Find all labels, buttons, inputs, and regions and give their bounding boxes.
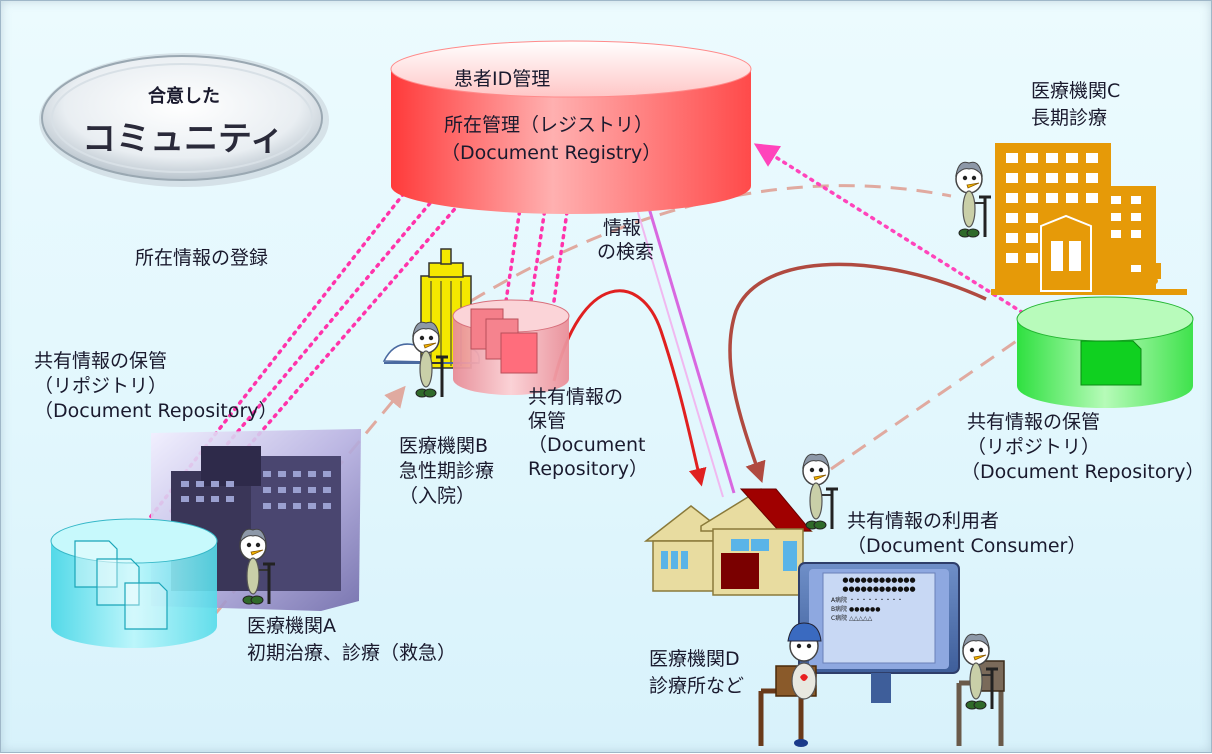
consumer-line2: （Document Consumer）	[847, 535, 1087, 557]
facility-a-line2: 初期治療、診療（救急）	[247, 642, 457, 664]
badge-label-top: 合意した	[148, 86, 220, 107]
consumer-label: 共有情報の利用者 （Document Consumer）	[847, 509, 1086, 559]
repository-b-cylinder	[452, 299, 570, 395]
screen-dots-row2: ●●●●●●●●●●●●	[842, 585, 916, 593]
repository-b-line2: 保管	[528, 410, 567, 432]
repository-c-label: 共有情報の保管 （リポジトリ） （Document Repository）	[961, 410, 1205, 485]
repository-a-label: 共有情報の保管 （リポジトリ） （Document Repository）	[34, 349, 278, 424]
facility-b-label: 医療機関B 急性期診療 （入院）	[399, 434, 494, 509]
registration-label: 所在情報の登録	[135, 247, 269, 269]
repository-c-line1: 共有情報の保管	[967, 411, 1101, 433]
facility-b-line2: 急性期診療	[399, 460, 495, 482]
facility-c-label: 医療機関C 長期診療	[1031, 78, 1120, 132]
ambulance-icon	[1127, 263, 1161, 284]
repository-b-line1: 共有情報の	[528, 386, 624, 408]
retrieve-arrow-c	[728, 262, 987, 483]
repository-b-label: 共有情報の 保管 （Document Repository）	[528, 385, 648, 481]
repository-c-line2: （リポジトリ）	[967, 436, 1101, 458]
screen-row-c: C病院 △△△△△	[827, 614, 931, 623]
document-icon	[1080, 340, 1142, 386]
facility-b-line3: （入院）	[399, 485, 476, 507]
facility-c-building	[991, 143, 1187, 295]
registry-title: 患者ID管理	[454, 68, 551, 90]
badge-label-main: コミュニティ	[82, 119, 284, 159]
facility-b-line1: 医療機関B	[399, 435, 489, 457]
repository-b-line3: （Document	[528, 434, 646, 456]
screen-row-b-label: B病院	[831, 606, 848, 613]
search-label-line1: 情報	[603, 217, 642, 239]
doctor-figure	[758, 622, 822, 747]
repository-a-line2: （リポジトリ）	[34, 375, 168, 397]
repository-c-cylinder	[1016, 296, 1194, 408]
screen-row-a: A病院 ・・・・・・・・・	[827, 596, 931, 605]
repository-a-cylinder	[50, 518, 218, 648]
screen-row-c-marks: △△△△△	[849, 615, 873, 622]
facility-a-label: 医療機関A 初期治療、診療（救急）	[247, 613, 456, 667]
facility-c-line1: 医療機関C	[1031, 80, 1121, 102]
person-c-icon	[954, 160, 993, 239]
community-badge	[39, 53, 329, 187]
consumer-line1: 共有情報の利用者	[847, 510, 1000, 532]
search-label: 情報 の検索	[597, 216, 654, 264]
registry-subtitle: 所在管理（レジストリ）	[444, 114, 654, 136]
dashed-line-d-to-c	[830, 329, 1032, 471]
monitor	[798, 562, 960, 703]
screen-row-a-label: A病院	[831, 597, 848, 604]
search-label-line2: の検索	[597, 241, 655, 263]
retrieve-arrow-b	[552, 289, 707, 487]
person-consumer-icon	[801, 452, 840, 531]
facility-d-line1: 医療機関D	[649, 648, 740, 670]
facility-d-line2: 診療所など	[649, 675, 745, 697]
facility-d-house	[643, 488, 814, 596]
screen-row-b: B病院 ●●●●●●	[827, 605, 931, 614]
screen-row-c-label: C病院	[831, 615, 848, 622]
repository-c-line3: （Document Repository）	[961, 461, 1205, 483]
registry-english: （Document Registry）	[441, 142, 662, 164]
screen-row-b-marks: ●●●●●●	[849, 606, 881, 613]
repository-a-line1: 共有情報の保管	[34, 350, 168, 372]
document-icon	[500, 332, 538, 374]
person-patient-icon	[961, 632, 1000, 711]
facility-c-line2: 長期診療	[1031, 107, 1108, 129]
screen-row-a-marks: ・・・・・・・・・	[849, 597, 904, 604]
screen-dots-row1: ●●●●●●●●●●●●	[842, 576, 916, 584]
facility-a-line1: 医療機関A	[247, 615, 336, 637]
repository-a-line3: （Document Repository）	[34, 400, 278, 422]
registry-cylinder	[390, 40, 752, 214]
register-arrow-c	[753, 143, 1038, 323]
document-icon	[124, 582, 168, 630]
screen-content: ●●●●●●●●●●●● ●●●●●●●●●●●● A病院 ・・・・・・・・・ …	[827, 576, 931, 623]
facility-d-label: 医療機関D 診療所など	[649, 646, 744, 700]
repository-b-line4: Repository）	[528, 458, 649, 480]
